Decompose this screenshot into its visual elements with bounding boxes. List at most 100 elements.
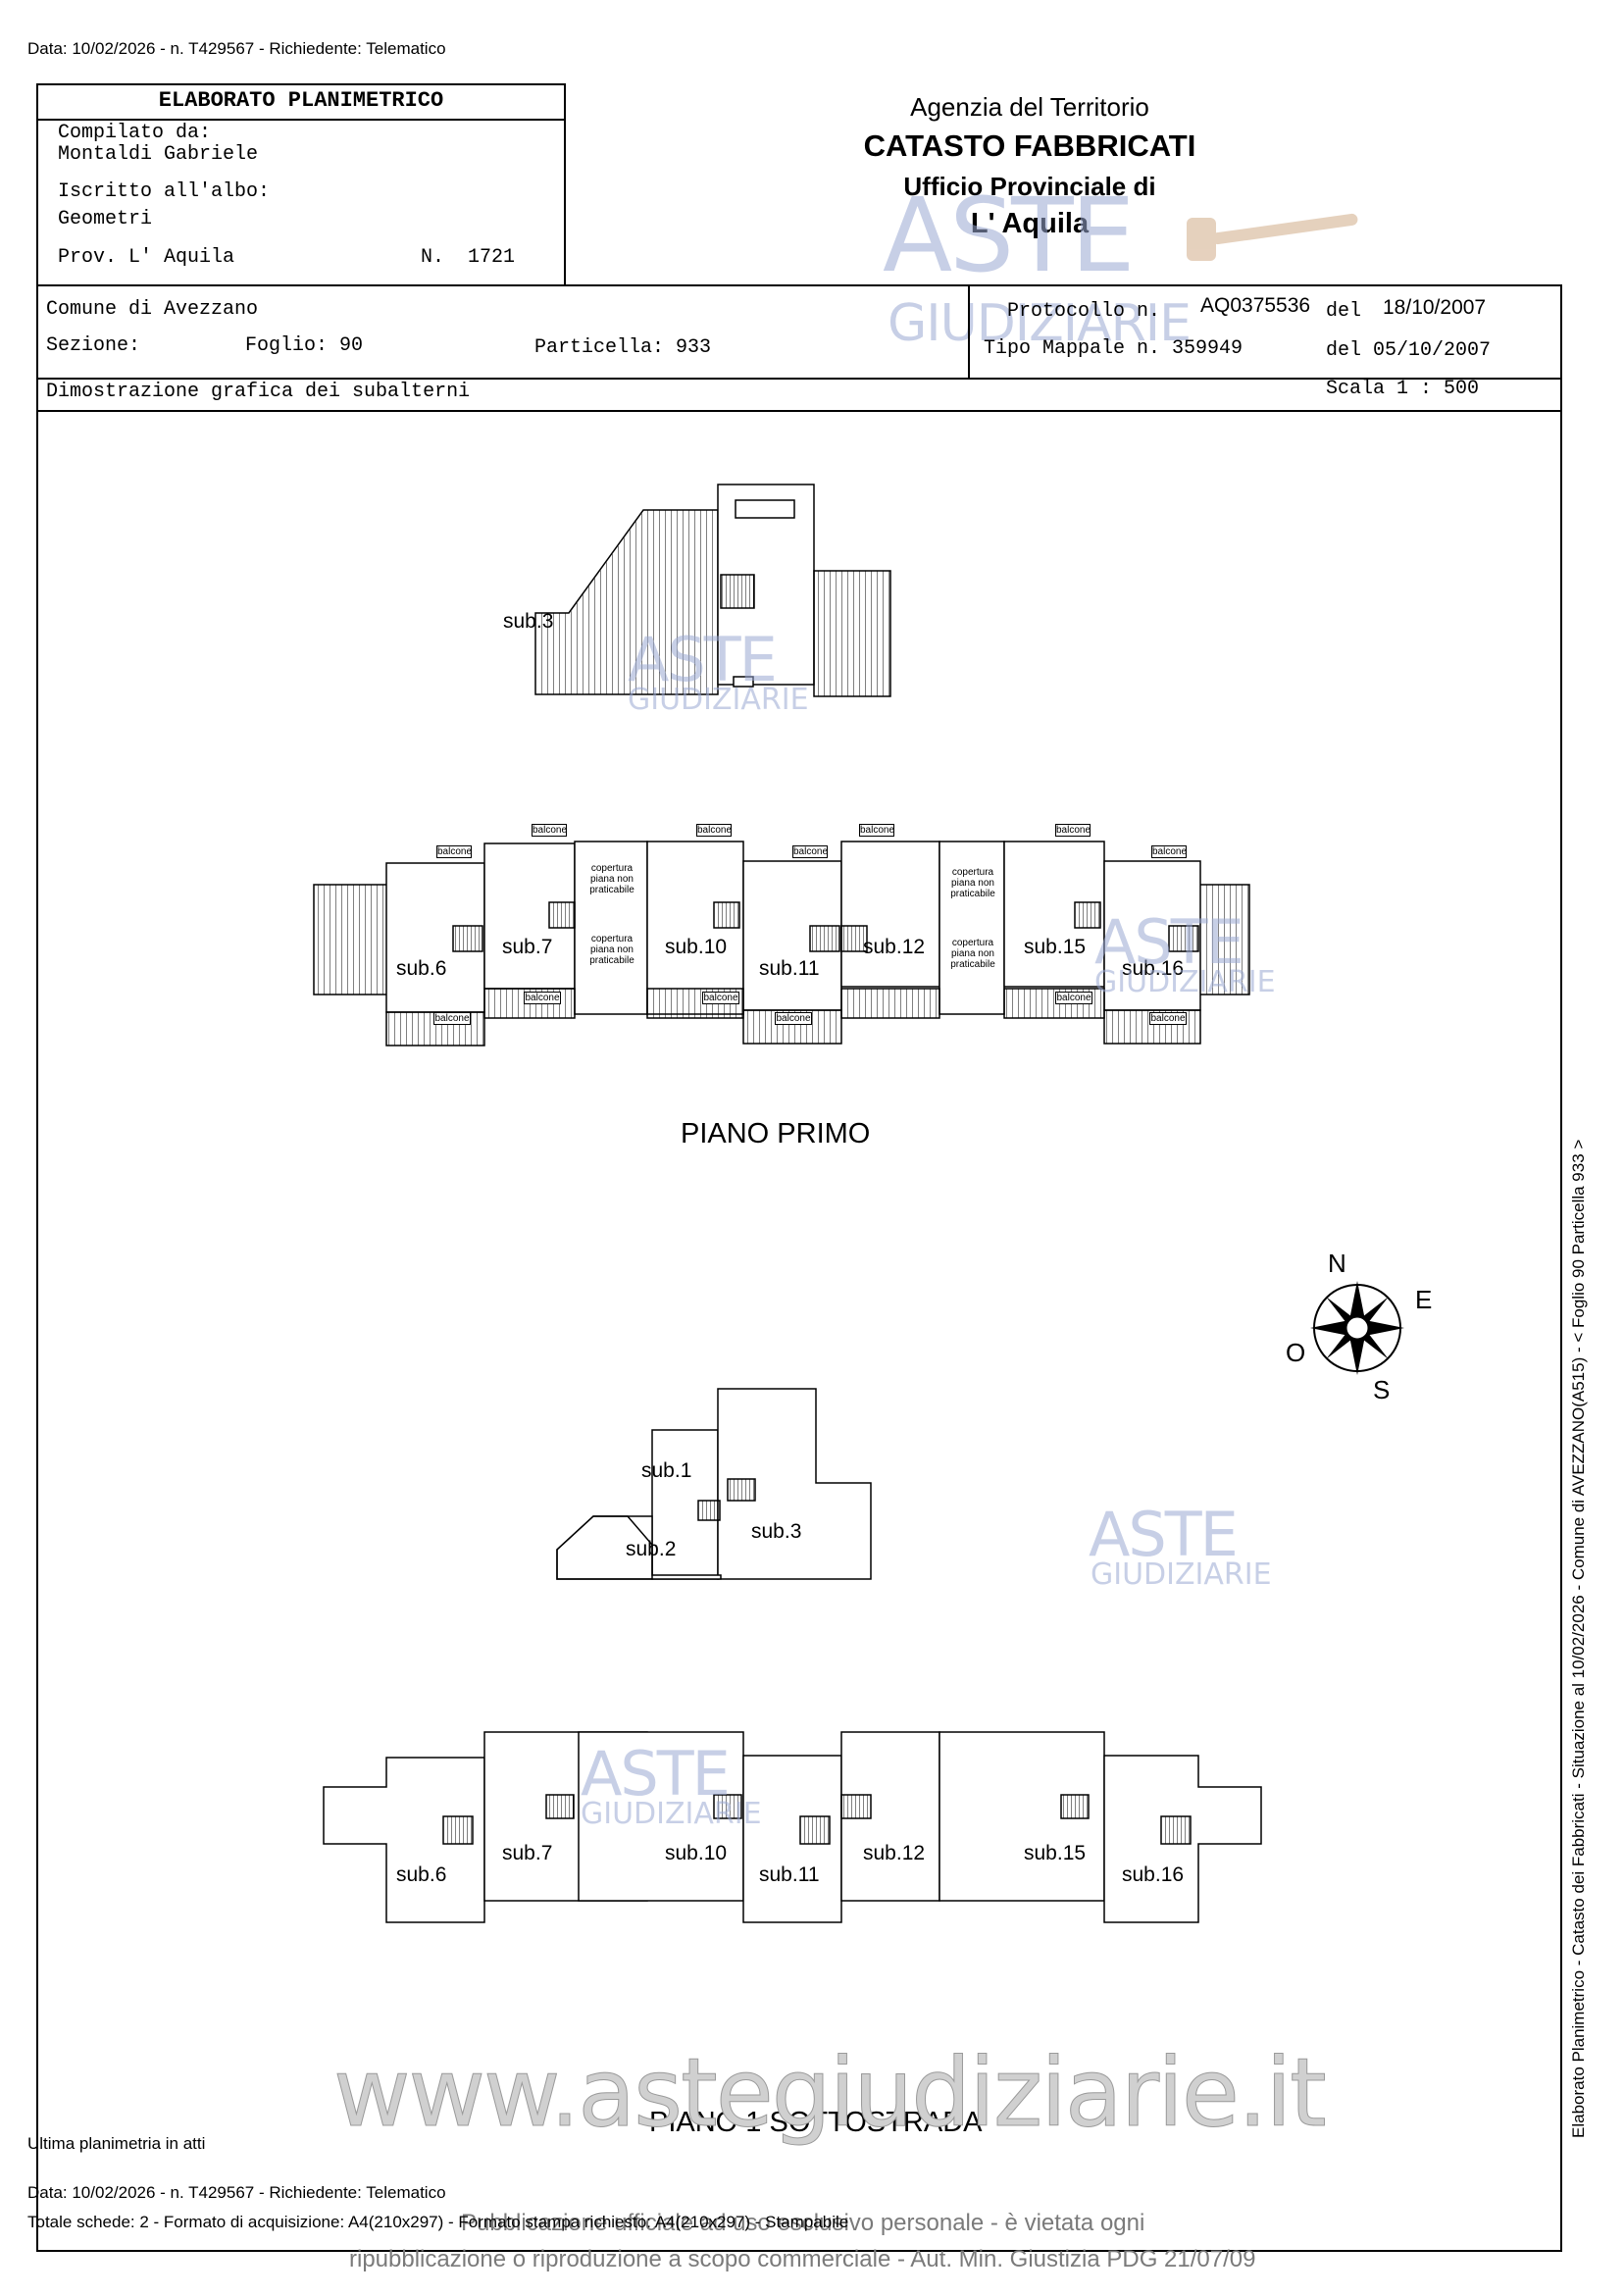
ground-sub2: sub.2 (626, 1538, 677, 1560)
ground-sub3: sub.3 (751, 1520, 802, 1543)
balcone-label: balcone (436, 845, 473, 858)
compass-e: E (1415, 1285, 1433, 1314)
watermark-site: www.astegiudiziarie.it (333, 2038, 1328, 2149)
lower-row (323, 1731, 1262, 1923)
compiled-label: Compilato da: (58, 122, 212, 144)
office-label: Ufficio Provinciale di (903, 172, 1156, 201)
watermark-notice-2: ripubblicazione o riproduzione a scopo c… (349, 2246, 1256, 2272)
divider-1 (38, 378, 1560, 380)
watermark-giudiziarie-4: GIUDIZIARIE (581, 1797, 762, 1831)
balcone-label: balcone (433, 1012, 471, 1025)
compass-n: N (1328, 1249, 1346, 1278)
catasto-title: CATASTO FABBRICATI (863, 128, 1196, 163)
registered-label: Iscritto all'albo: (58, 180, 271, 203)
side-caption: Elaborato Planimetrico - Catasto dei Fab… (1569, 1139, 1588, 2138)
balcone-label: balcone (775, 1012, 812, 1025)
gavel-icon (1187, 213, 1358, 261)
watermark-aste-3: ASTE (1089, 1499, 1239, 1570)
balcone-label: balcone (859, 824, 895, 837)
copertura-line: praticabile (589, 885, 634, 895)
request-line-bottom: Data: 10/02/2026 - n. T429567 - Richiede… (27, 2183, 446, 2202)
protocollo-label: Protocollo n. (1007, 300, 1161, 323)
upper-row (313, 841, 1250, 1046)
watermark-giudiziarie-3: GIUDIZIARIE (1091, 1557, 1272, 1592)
watermark-aste-header: ASTE (883, 176, 1135, 295)
request-line-top: Data: 10/02/2026 - n. T429567 - Richiede… (27, 39, 446, 58)
lower-sub12: sub.12 (863, 1842, 926, 1864)
watermark-aste-4: ASTE (581, 1738, 731, 1810)
lower-sub11: sub.11 (759, 1863, 820, 1886)
lower-sub7: sub.7 (502, 1842, 553, 1864)
copertura-line: praticabile (950, 959, 995, 970)
upper-sub11: sub.11 (759, 957, 820, 980)
compass-o: O (1286, 1338, 1306, 1367)
ground-sub1: sub.1 (641, 1459, 692, 1482)
copertura-line: copertura (590, 934, 634, 944)
registered-value: Geometri (58, 208, 153, 230)
drawing-frame: Comune di Avezzano Sezione: Foglio: 90 P… (36, 284, 1562, 2252)
upper-sub15: sub.15 (1024, 936, 1087, 958)
copertura-line: piana non (951, 878, 994, 889)
header-divider (968, 286, 970, 380)
protocollo-del: del (1326, 300, 1362, 323)
balcone-label: balcone (1149, 1012, 1187, 1025)
watermark-giudiziarie-1: GIUDIZIARIE (628, 683, 809, 717)
agency-name: Agenzia del Territorio (910, 92, 1149, 122)
lower-sub10: sub.10 (665, 1842, 728, 1864)
scale: Scala 1 : 500 (1326, 378, 1480, 400)
foglio: Foglio: 90 (245, 334, 364, 357)
piano-sottostrada-title: PIANO 1 SOTTOSTRADA (649, 2107, 983, 2138)
tipo-mappale-date: del 05/10/2007 (1326, 339, 1492, 362)
protocollo-date: 18/10/2007 (1383, 296, 1487, 319)
copertura-line: praticabile (589, 955, 634, 966)
copertura-line: copertura (951, 938, 994, 948)
tipo-mappale: Tipo Mappale n. 359949 (984, 337, 1243, 360)
divider-2 (38, 410, 1560, 412)
copertura-line: praticabile (950, 889, 995, 899)
upper-sub6: sub.6 (396, 957, 447, 980)
balcone-label: balcone (792, 845, 829, 858)
watermark-giudiziarie-header: GIUDIZIARIE (888, 294, 1192, 353)
balcone-label: balcone (696, 824, 733, 837)
upper-sub10: sub.10 (665, 936, 728, 958)
watermark-notice-1: Pubblicazione ufficiale ad uso esclusivo… (461, 2210, 1145, 2236)
copertura-line: copertura (951, 867, 994, 878)
balcone-label: balcone (1055, 992, 1092, 1004)
top-building (534, 484, 891, 697)
compiler-box: ELABORATO PLANIMETRICO Compilato da: Mon… (36, 83, 566, 286)
totals-line: Totale schede: 2 - Formato di acquisizio… (27, 2213, 849, 2231)
lower-sub16: sub.16 (1122, 1863, 1185, 1886)
compass-rose-icon (1310, 1281, 1404, 1375)
upper-sub7: sub.7 (502, 936, 553, 958)
watermark-aste-2: ASTE (1094, 906, 1244, 978)
balcone-label: balcone (524, 992, 561, 1004)
document-title: ELABORATO PLANIMETRICO (38, 85, 564, 121)
lower-sub6: sub.6 (396, 1863, 447, 1886)
copertura-note-1: copertura piana non praticabile (581, 863, 643, 895)
last-plan-note: Ultima planimetria in atti (27, 2134, 206, 2153)
office-city: L' Aquila (970, 208, 1090, 239)
upper-sub12: sub.12 (863, 936, 926, 958)
balcone-label: balcone (702, 992, 739, 1004)
dimostrazione-label: Dimostrazione grafica dei subalterni (46, 381, 471, 403)
copertura-note-4: copertura piana non praticabile (941, 938, 1004, 970)
comune: Comune di Avezzano (46, 298, 259, 321)
balcone-label: balcone (532, 824, 568, 837)
registration-number: N. 1721 (421, 246, 516, 269)
copertura-line: piana non (951, 948, 994, 959)
top-sub3-label: sub.3 (503, 610, 554, 633)
particella: Particella: 933 (534, 336, 712, 359)
balcone-label: balcone (1151, 845, 1188, 858)
province: Prov. L' Aquila (58, 246, 235, 269)
copertura-note-3: copertura piana non praticabile (941, 867, 1004, 899)
copertura-line: copertura (590, 863, 634, 874)
piano-primo-title: PIANO PRIMO (681, 1118, 871, 1149)
upper-sub16: sub.16 (1122, 957, 1185, 980)
compass-s: S (1373, 1375, 1391, 1404)
balcone-label: balcone (1055, 824, 1091, 837)
ground-building (556, 1388, 872, 1580)
watermark-giudiziarie-2: GIUDIZIARIE (1094, 965, 1276, 999)
copertura-note-2: copertura piana non praticabile (581, 934, 643, 966)
lower-sub15: sub.15 (1024, 1842, 1087, 1864)
